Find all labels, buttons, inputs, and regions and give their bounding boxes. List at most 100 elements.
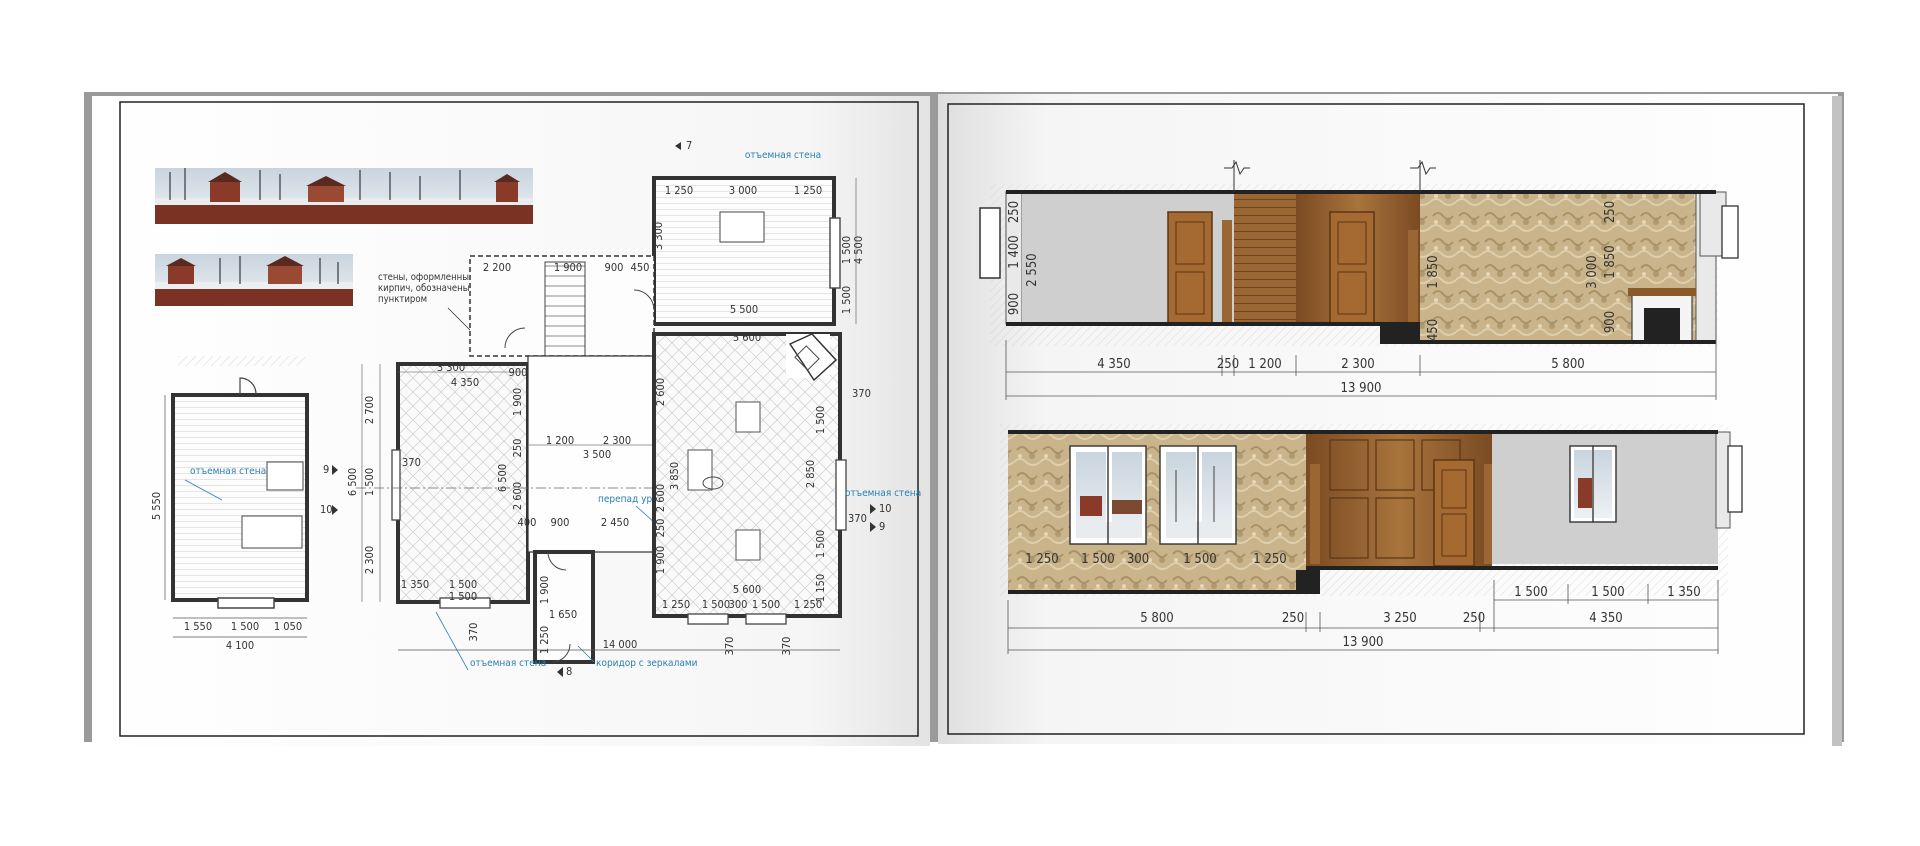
- bottom-right-dim-2: 1 500: [1591, 585, 1624, 600]
- window-icon: [1721, 205, 1739, 259]
- panorama-photo-top: [155, 168, 533, 224]
- top-left-dim-3: 2 550: [1025, 253, 1040, 286]
- left-room-bottom-dim-3: 1 500: [449, 590, 477, 603]
- table-icon: [702, 476, 724, 490]
- note-line-1: стены, оформленные под: [378, 272, 494, 283]
- bedroom-right-dim-1: 1 500: [840, 236, 853, 264]
- hall-inner-dim-4: 1 900: [654, 546, 667, 574]
- bottom-inner-dim-3: 300: [1127, 552, 1149, 567]
- bedroom-right-total: 4 500: [852, 236, 865, 264]
- column-icon: [1310, 464, 1320, 564]
- hall-right-dim-4: 1 150: [814, 574, 827, 602]
- break-line-icon: [1224, 160, 1250, 176]
- marker-9-right: 9: [879, 520, 885, 533]
- window-icon: [829, 217, 841, 289]
- hall-right-dim-1: 1 500: [814, 406, 827, 434]
- bed-icon: [241, 515, 303, 549]
- hall-window-dim-2: 370: [780, 637, 793, 656]
- door-icon: [551, 643, 571, 663]
- hall-inner-dim-1: 2 600: [654, 378, 667, 406]
- window-icon: [1727, 445, 1743, 513]
- bottom-dim-4: 250: [1463, 611, 1485, 626]
- top-bottom-dim-1: 4 350: [1097, 357, 1130, 372]
- left-room-left-dim-2: 1 500: [363, 468, 376, 496]
- window-icon: [687, 613, 729, 625]
- left-room-top-dim-1: 3 300: [437, 361, 465, 374]
- panorama-photo-bottom: [155, 254, 353, 306]
- wing-top-dim-4: 450: [631, 261, 650, 274]
- door-icon: [547, 551, 567, 571]
- column-icon: [1484, 464, 1494, 564]
- hall-right-dim-3: 1 500: [814, 530, 827, 558]
- bedroom-width-dim: 5 500: [730, 303, 758, 316]
- wallpaper-wall: [1008, 432, 1306, 592]
- bedroom-top-dim-2: 3 000: [729, 184, 757, 197]
- mid-dim-1: 1 200: [546, 434, 574, 447]
- annex-dim-3: 1 050: [274, 620, 302, 633]
- column-icon: [1408, 230, 1418, 340]
- chair-icon: [735, 529, 761, 561]
- top-bottom-dim-2: 250: [1217, 357, 1239, 372]
- right-removable-label: отъемная стена: [845, 488, 921, 499]
- top-left-dim-2: 1 400: [1007, 235, 1022, 268]
- left-room: [396, 362, 530, 604]
- door-icon: [1329, 211, 1375, 325]
- note-line-2: кирпич, обозначены: [378, 283, 470, 294]
- top-bottom-dim-4: 2 300: [1341, 357, 1374, 372]
- elevation-bottom: 1 250 1 500 300 1 500 1 250 1 500 1 500 …: [1000, 424, 1743, 654]
- hall-side-dim-1: 370: [852, 387, 871, 400]
- annex-dim-1: 1 550: [184, 620, 212, 633]
- window-icon: [979, 207, 1001, 279]
- right-page-frame: [947, 103, 1805, 735]
- left-room-small-dim: 370: [402, 456, 421, 469]
- wing-top-dim-2: 1 900: [554, 261, 582, 274]
- bed-icon: [719, 211, 765, 243]
- section-marker-icon: [332, 465, 338, 475]
- hall-bottom-dim-3: 300: [729, 598, 748, 611]
- annex-dim-2: 1 500: [231, 620, 259, 633]
- bottom-total-dim: 13 900: [1343, 635, 1384, 650]
- window-icon: [1069, 445, 1147, 545]
- hall-inner-dim-3: 2 600: [654, 484, 667, 512]
- mid-dim-4: 900: [551, 516, 570, 529]
- bottom-removable-label: отъемная стена: [470, 658, 546, 669]
- left-room-total-inner: 6 500: [496, 464, 509, 492]
- bottom-dim-2: 250: [1282, 611, 1304, 626]
- hall-inner-dim-5: 250: [654, 519, 667, 538]
- bottom-inner-dim-2: 1 500: [1081, 552, 1114, 567]
- top-left-dim-4: 900: [1007, 293, 1022, 315]
- column-icon: [1222, 220, 1232, 324]
- chair-icon: [687, 449, 713, 491]
- mid-dim-2: 2 300: [603, 434, 631, 447]
- bottom-dim-1: 5 800: [1140, 611, 1173, 626]
- top-right-dim-4: 1 850: [1603, 245, 1618, 278]
- left-room-left-dim-1: 2 700: [363, 396, 376, 424]
- annex-label: отъемная стена: [190, 466, 266, 477]
- top-right-dim-6: 900: [1603, 311, 1618, 333]
- corridor-dim-2: 1 900: [538, 576, 551, 604]
- section-marker-icon: [870, 504, 876, 514]
- top-left-dim-1: 250: [1007, 201, 1022, 223]
- annex-height-dim: 5 550: [150, 492, 163, 520]
- marker-10: 10: [320, 503, 333, 516]
- section-marker-icon: [675, 142, 681, 150]
- bottom-dim-5: 4 350: [1589, 611, 1622, 626]
- top-removable-label: отъемная стена: [745, 150, 821, 161]
- hall-bottom-dim: 5 600: [733, 583, 761, 596]
- top-bottom-dim-5: 5 800: [1551, 357, 1584, 372]
- mid-dim-3: 3 500: [583, 448, 611, 461]
- bottom-inner-dim-4: 1 500: [1183, 552, 1216, 567]
- annex-plan: отъемная стена 5 550 1 550 1 500 1 050 4…: [150, 356, 338, 652]
- hall-top-dim: 5 600: [733, 331, 761, 344]
- window-icon: [835, 459, 847, 531]
- marker-8: 8: [566, 665, 572, 678]
- wing-top-dim-1: 2 200: [483, 261, 511, 274]
- left-room-top-dim-2: 4 350: [451, 376, 479, 389]
- left-room-bottom-dim-2: 1 500: [449, 578, 477, 591]
- marker-9: 9: [323, 463, 329, 476]
- wing-top-dim-3: 900: [605, 261, 624, 274]
- left-room-bottom-dim-1: 1 350: [401, 578, 429, 591]
- hall-window-dim-1: 370: [723, 637, 736, 656]
- corridor-dim-1: 1 650: [549, 608, 577, 621]
- hall-bottom-dim-5: 1 250: [794, 598, 822, 611]
